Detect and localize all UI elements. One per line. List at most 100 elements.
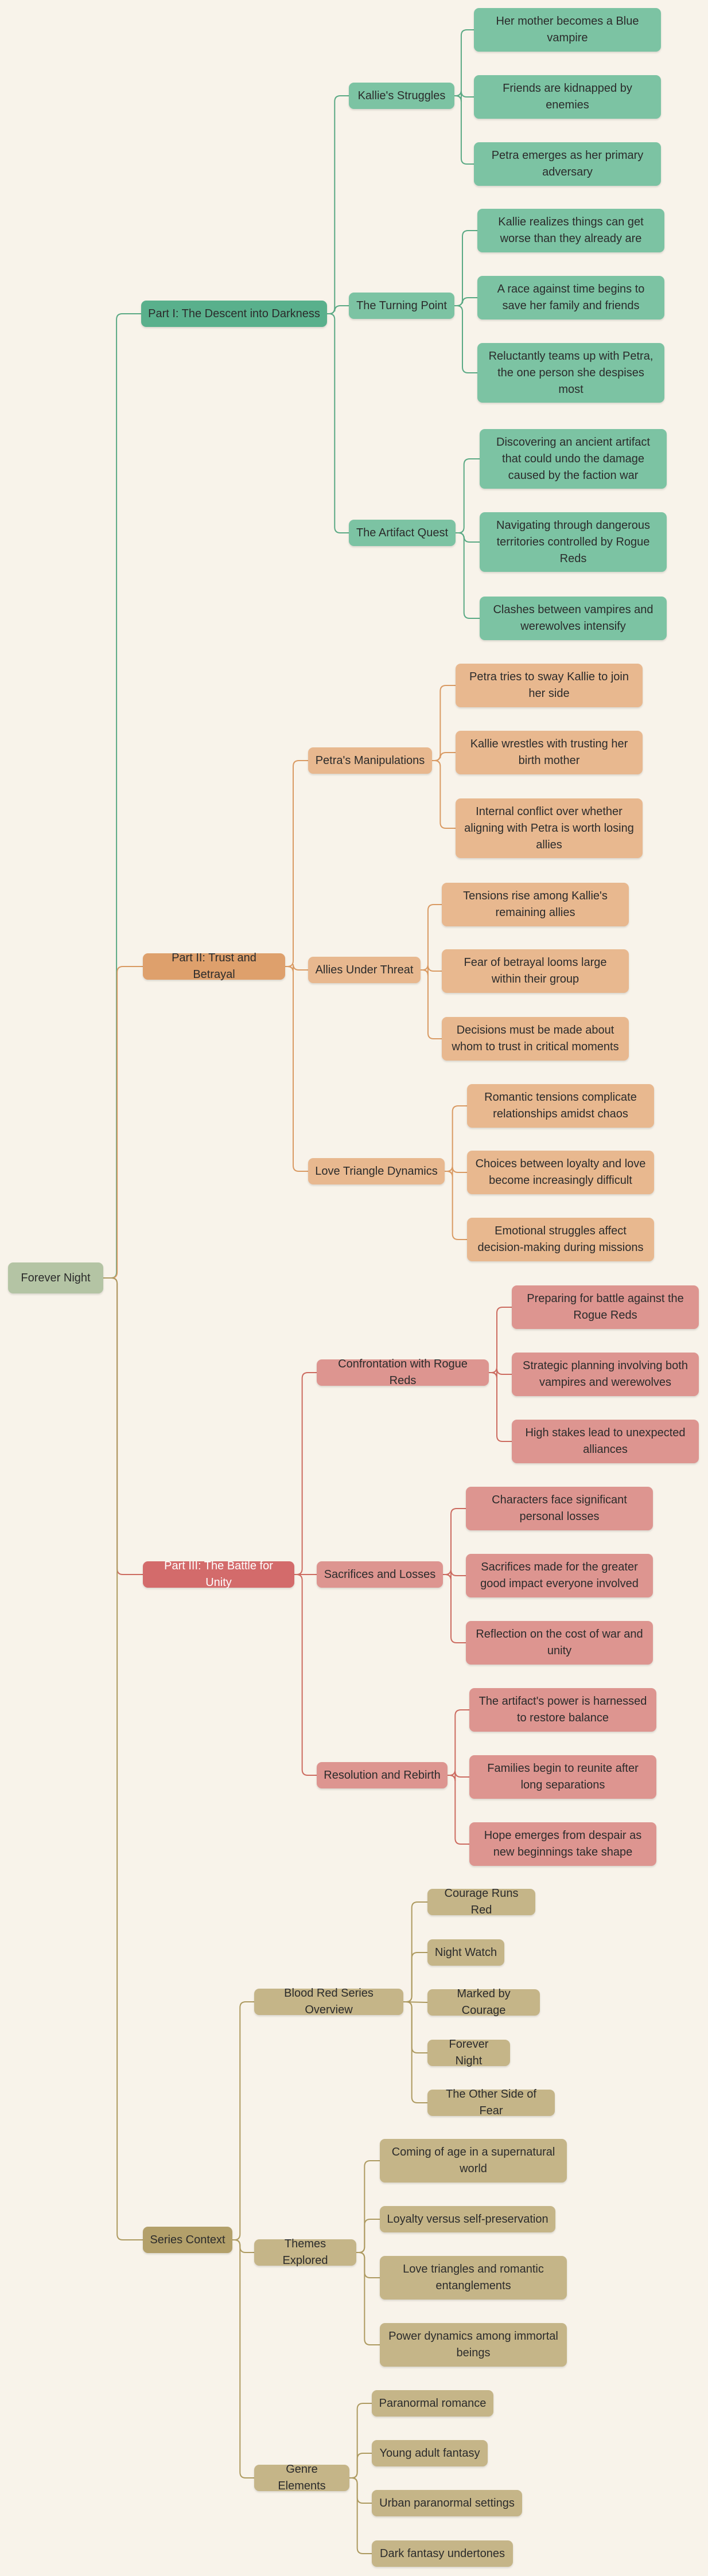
part-1-the-artifact-quest-item-1-label: Discovering an ancient artifact that cou… — [496, 435, 650, 482]
part-2-allies-under-threat-item-1[interactable]: Tensions rise among Kallie's remaining a… — [442, 883, 629, 926]
part-1-kallie-s-struggles-node[interactable]: Kallie's Struggles — [349, 83, 454, 109]
part-2-love-triangle-dynamics-item-1[interactable]: Romantic tensions complicate relationshi… — [467, 1084, 654, 1128]
part-2-love-triangle-dynamics-item-2[interactable]: Choices between loyalty and love become … — [467, 1151, 654, 1194]
part-4-blood-red-series-overview-node[interactable]: Blood Red Series Overview — [254, 1987, 403, 2016]
part-4-connector — [103, 1277, 143, 2240]
part-2-petra-s-manipulations-item-1-label: Petra tries to sway Kallie to join her s… — [469, 671, 629, 700]
part-4-genre-elements-item-3[interactable]: Urban paranormal settings — [372, 2490, 522, 2516]
part-3-resolution-and-rebirth-item-2-label: Families begin to reunite after long sep… — [487, 1762, 639, 1791]
part-2-love-triangle-dynamics-node-label: Love Triangle Dynamics — [315, 1164, 438, 1178]
part-1-the-artifact-quest-item-3-connector — [456, 532, 480, 619]
part-2-love-triangle-dynamics-node[interactable]: Love Triangle Dynamics — [308, 1158, 445, 1184]
part-4-blood-red-series-overview-item-5-label: The Other Side of Fear — [446, 2088, 536, 2117]
part-4-themes-explored-node[interactable]: Themes Explored — [254, 2238, 356, 2267]
part-3-confrontation-with-rogue-reds-item-3-label: High stakes lead to unexpected alliances — [525, 1427, 686, 1456]
part-1-the-turning-point-node[interactable]: The Turning Point — [349, 293, 454, 319]
part-4-blood-red-series-overview-item-5[interactable]: The Other Side of Fear — [427, 2088, 555, 2117]
part-2-love-triangle-dynamics-item-1-label: Romantic tensions complicate relationshi… — [484, 1091, 637, 1120]
part-3-confrontation-with-rogue-reds-item-3[interactable]: High stakes lead to unexpected alliances — [512, 1420, 699, 1463]
part-3-sacrifices-and-losses-item-3-label: Reflection on the cost of war and unity — [476, 1628, 643, 1657]
part-4-genre-elements-item-4-label: Dark fantasy undertones — [380, 2547, 505, 2560]
part-3-resolution-and-rebirth-node[interactable]: Resolution and Rebirth — [317, 1762, 448, 1788]
part-4-blood-red-series-overview-item-5-connector — [403, 2001, 427, 2103]
part-2-node[interactable]: Part II: Trust and Betrayal — [143, 952, 285, 981]
part-3-confrontation-with-rogue-reds-item-3-connector — [489, 1372, 512, 1442]
part-4-blood-red-series-overview-item-2-connector — [403, 1952, 427, 2002]
part-2-allies-under-threat-node-label: Allies Under Threat — [315, 963, 414, 976]
part-3-confrontation-with-rogue-reds-item-2-label: Strategic planning involving both vampir… — [523, 1359, 688, 1389]
part-1-the-turning-point-item-2-label: A race against time begins to save her f… — [497, 283, 645, 312]
part-4-themes-explored-node-label: Themes Explored — [282, 2238, 328, 2267]
part-3-sacrifices-and-losses-item-2[interactable]: Sacrifices made for the greater good imp… — [466, 1554, 653, 1597]
part-2-allies-under-threat-item-3[interactable]: Decisions must be made about whom to tru… — [442, 1017, 629, 1061]
part-4-themes-explored-item-1[interactable]: Coming of age in a supernatural world — [380, 2139, 567, 2183]
part-4-blood-red-series-overview-item-4[interactable]: Forever Night — [427, 2038, 510, 2067]
part-1-kallie-s-struggles-item-1-label: Her mother becomes a Blue vampire — [496, 15, 639, 44]
part-1-the-turning-point-item-1[interactable]: Kallie realizes things can get worse tha… — [477, 209, 664, 252]
part-4-genre-elements-node[interactable]: Genre Elements — [254, 2463, 349, 2492]
part-1-kallie-s-struggles-item-3-label: Petra emerges as her primary adversary — [491, 149, 644, 178]
part-1-node[interactable]: Part I: The Descent into Darkness — [141, 301, 327, 327]
part-4-blood-red-series-overview-item-2[interactable]: Night Watch — [427, 1939, 504, 1966]
part-3-connector — [103, 1277, 143, 1575]
part-2-allies-under-threat-item-2[interactable]: Fear of betrayal looms large within thei… — [442, 949, 629, 993]
part-4-themes-explored-item-4-label: Power dynamics among immortal beings — [388, 2330, 558, 2359]
part-3-confrontation-with-rogue-reds-item-1-connector — [489, 1307, 512, 1373]
part-1-kallie-s-struggles-item-2[interactable]: Friends are kidnapped by enemies — [474, 75, 661, 119]
part-2-allies-under-threat-item-1-connector — [421, 904, 442, 971]
part-1-the-turning-point-item-3-connector — [454, 305, 477, 373]
part-3-confrontation-with-rogue-reds-connector — [294, 1372, 317, 1575]
part-3-confrontation-with-rogue-reds-node[interactable]: Confrontation with Rogue Reds — [317, 1358, 489, 1387]
part-4-node[interactable]: Series Context — [143, 2227, 232, 2253]
part-1-the-artifact-quest-item-3[interactable]: Clashes between vampires and werewolves … — [480, 597, 667, 640]
part-1-the-artifact-quest-item-2-label: Navigating through dangerous territories… — [496, 519, 650, 565]
part-3-confrontation-with-rogue-reds-item-1[interactable]: Preparing for battle against the Rogue R… — [512, 1285, 699, 1329]
part-3-resolution-and-rebirth-connector — [294, 1574, 317, 1776]
part-1-kallie-s-struggles-item-2-label: Friends are kidnapped by enemies — [503, 82, 632, 111]
part-2-allies-under-threat-item-3-label: Decisions must be made about whom to tru… — [452, 1024, 619, 1053]
part-3-resolution-and-rebirth-item-1[interactable]: The artifact's power is harnessed to res… — [469, 1688, 656, 1732]
part-2-love-triangle-dynamics-connector — [285, 966, 308, 1172]
part-3-resolution-and-rebirth-item-3[interactable]: Hope emerges from despair as new beginni… — [469, 1822, 656, 1866]
part-4-blood-red-series-overview-item-2-label: Night Watch — [434, 1946, 497, 1959]
part-2-petra-s-manipulations-item-3[interactable]: Internal conflict over whether aligning … — [456, 798, 643, 858]
part-1-kallie-s-struggles-item-1[interactable]: Her mother becomes a Blue vampire — [474, 8, 661, 52]
part-1-the-turning-point-node-label: The Turning Point — [356, 299, 447, 312]
part-1-the-turning-point-item-2[interactable]: A race against time begins to save her f… — [477, 276, 664, 319]
part-3-confrontation-with-rogue-reds-item-2-connector — [489, 1368, 512, 1379]
part-1-the-artifact-quest-item-1[interactable]: Discovering an ancient artifact that cou… — [480, 429, 667, 489]
part-4-themes-explored-item-3[interactable]: Love triangles and romantic entanglement… — [380, 2256, 567, 2300]
root-node[interactable]: Forever Night — [8, 1262, 103, 1293]
part-2-love-triangle-dynamics-item-3[interactable]: Emotional struggles affect decision-maki… — [467, 1218, 654, 1261]
part-4-genre-elements-item-2[interactable]: Young adult fantasy — [372, 2440, 488, 2466]
part-2-petra-s-manipulations-item-2[interactable]: Kallie wrestles with trusting her birth … — [456, 731, 643, 774]
part-3-node[interactable]: Part III: The Battle for Unity — [143, 1560, 294, 1589]
part-3-resolution-and-rebirth-item-2[interactable]: Families begin to reunite after long sep… — [469, 1755, 656, 1799]
part-3-sacrifices-and-losses-item-3[interactable]: Reflection on the cost of war and unity — [466, 1621, 653, 1665]
part-4-themes-explored-item-1-connector — [356, 2160, 380, 2253]
part-1-kallie-s-struggles-item-1-connector — [454, 29, 474, 96]
part-4-themes-explored-item-4[interactable]: Power dynamics among immortal beings — [380, 2323, 567, 2367]
part-1-kallie-s-struggles-item-3[interactable]: Petra emerges as her primary adversary — [474, 142, 661, 186]
part-2-petra-s-manipulations-item-1[interactable]: Petra tries to sway Kallie to join her s… — [456, 664, 643, 707]
part-2-petra-s-manipulations-item-2-connector — [432, 752, 456, 761]
part-2-node-label: Part II: Trust and Betrayal — [172, 952, 256, 981]
part-4-blood-red-series-overview-item-1[interactable]: Courage Runs Red — [427, 1887, 535, 1916]
part-2-love-triangle-dynamics-item-2-label: Choices between loyalty and love become … — [475, 1158, 646, 1187]
part-3-sacrifices-and-losses-node[interactable]: Sacrifices and Losses — [317, 1561, 443, 1588]
part-1-the-turning-point-item-3-label: Reluctantly teams up with Petra, the one… — [488, 349, 653, 396]
part-4-themes-explored-item-2-label: Loyalty versus self-preservation — [387, 2212, 548, 2226]
part-2-petra-s-manipulations-node[interactable]: Petra's Manipulations — [308, 747, 432, 774]
part-4-genre-elements-item-4[interactable]: Dark fantasy undertones — [372, 2540, 513, 2567]
part-1-the-artifact-quest-item-2[interactable]: Navigating through dangerous territories… — [480, 512, 667, 572]
part-4-blood-red-series-overview-item-3[interactable]: Marked by Courage — [427, 1987, 540, 2017]
part-2-allies-under-threat-node[interactable]: Allies Under Threat — [308, 957, 421, 983]
part-1-the-artifact-quest-node[interactable]: The Artifact Quest — [349, 520, 456, 546]
part-1-kallie-s-struggles-connector — [327, 95, 349, 314]
part-3-sacrifices-and-losses-item-1[interactable]: Characters face significant personal los… — [466, 1487, 653, 1530]
part-2-love-triangle-dynamics-item-1-connector — [445, 1105, 467, 1172]
part-3-confrontation-with-rogue-reds-item-2[interactable]: Strategic planning involving both vampir… — [512, 1353, 699, 1396]
part-1-the-turning-point-item-3[interactable]: Reluctantly teams up with Petra, the one… — [477, 343, 664, 403]
part-4-themes-explored-item-2[interactable]: Loyalty versus self-preservation — [380, 2206, 555, 2232]
part-4-genre-elements-item-1[interactable]: Paranormal romance — [372, 2390, 493, 2417]
